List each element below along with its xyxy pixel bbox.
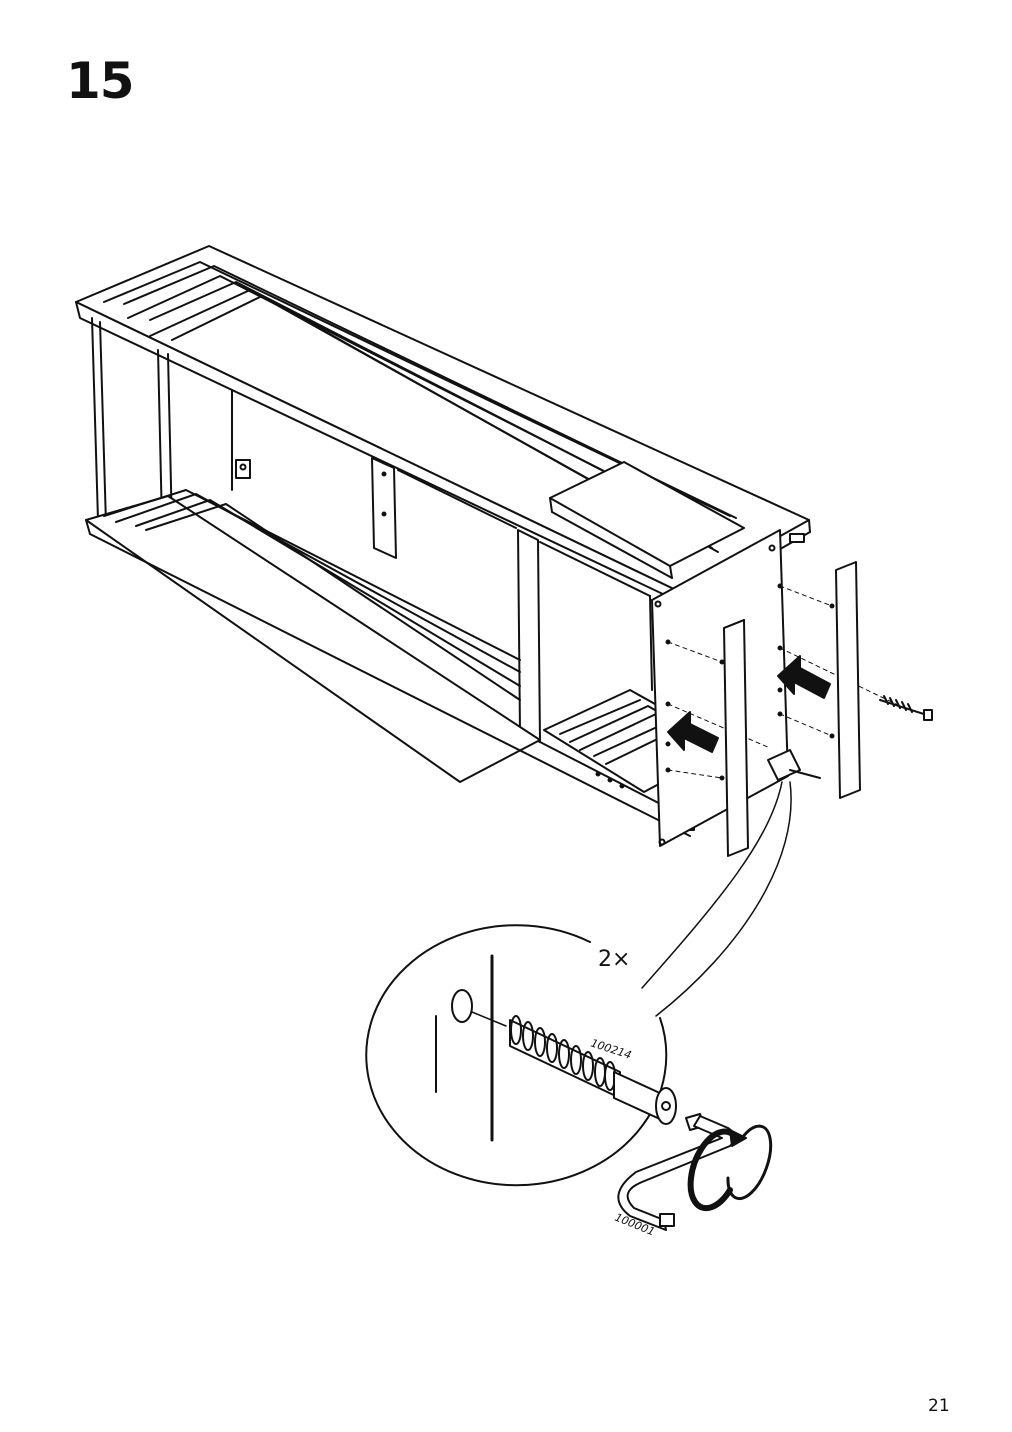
top-rail [75, 245, 811, 605]
front-leg [723, 619, 749, 857]
screw-part [879, 695, 933, 721]
rotation-icon [687, 1124, 773, 1212]
quantity-label: 2× [598, 947, 630, 972]
detail-circle [365, 924, 773, 1231]
connector-block [767, 749, 821, 781]
step-number: 15 [66, 52, 135, 110]
screw-part-number: 100214 [589, 1036, 633, 1061]
arrow-left-icon [777, 655, 831, 699]
back-panel [397, 469, 653, 691]
arrow-left-icon [667, 711, 719, 753]
bench-frame [75, 245, 901, 847]
threaded-screw [509, 1015, 677, 1125]
callout-lines [641, 781, 792, 1017]
rear-leg [835, 561, 861, 799]
page-number: 21 [928, 1396, 950, 1416]
middle-support [371, 457, 541, 743]
